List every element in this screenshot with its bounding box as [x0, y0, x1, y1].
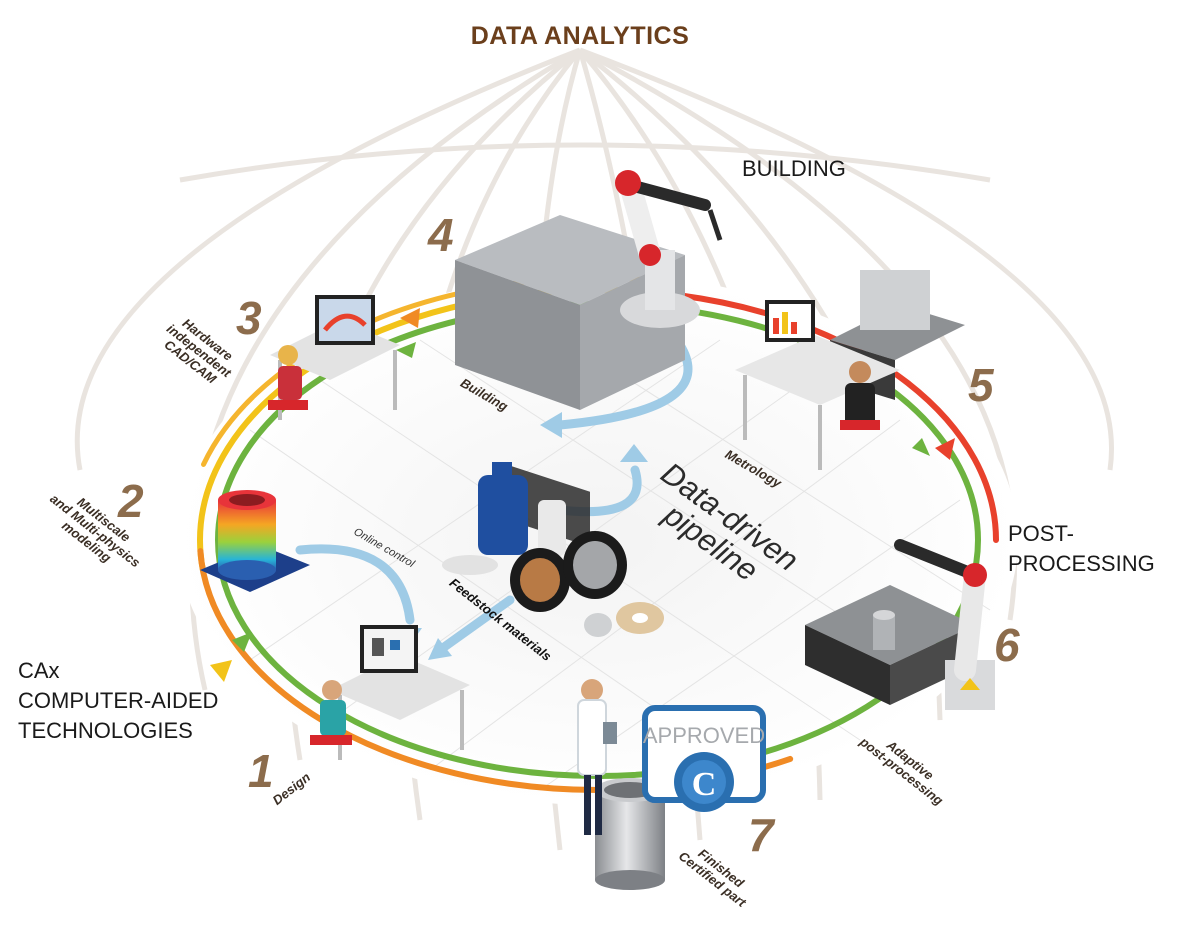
step-7-number: 7: [748, 809, 774, 861]
badge-letter: C: [692, 766, 717, 803]
technician: [577, 679, 617, 835]
cad-desk: [268, 295, 400, 420]
stage-post-processing: POST-PROCESSING: [1008, 521, 1155, 576]
ring-arrow-green-2: [912, 438, 930, 456]
simulation-model: [200, 490, 310, 592]
ring-arrow-green: [396, 342, 416, 358]
step-1-number: 1: [248, 745, 274, 797]
stage-building: BUILDING: [742, 156, 846, 181]
metrology-station: [735, 270, 965, 470]
stage-cax: CAx COMPUTER-AIDED TECHNOLOGIES: [18, 658, 219, 743]
ring-arrow-red: [935, 438, 955, 460]
step-4-number: 4: [428, 209, 454, 261]
step-5-number: 5: [968, 359, 994, 411]
step-2-number: 2: [118, 475, 144, 527]
robot-arm-building: [615, 170, 723, 328]
diagram-title: DATA ANALYTICS: [470, 22, 690, 50]
step-3-number: 3: [236, 292, 262, 344]
design-desk: [310, 625, 470, 760]
post-processing-station: [805, 539, 995, 710]
step-6-number: 6: [994, 619, 1020, 671]
ring-arrow-green-3: [232, 632, 252, 652]
flow-arrow-head-1: [540, 412, 562, 438]
approved-badge: [642, 705, 766, 812]
ring-arrow-yellow: [210, 660, 232, 682]
flow-arrow-head-4: [428, 638, 452, 660]
ring-arrow-orange: [400, 308, 420, 328]
flow-arrow-head-2: [620, 444, 648, 462]
printer-enclosure: [455, 215, 685, 547]
feedstock-materials: [442, 462, 664, 637]
badge-text: APPROVED: [643, 723, 765, 748]
